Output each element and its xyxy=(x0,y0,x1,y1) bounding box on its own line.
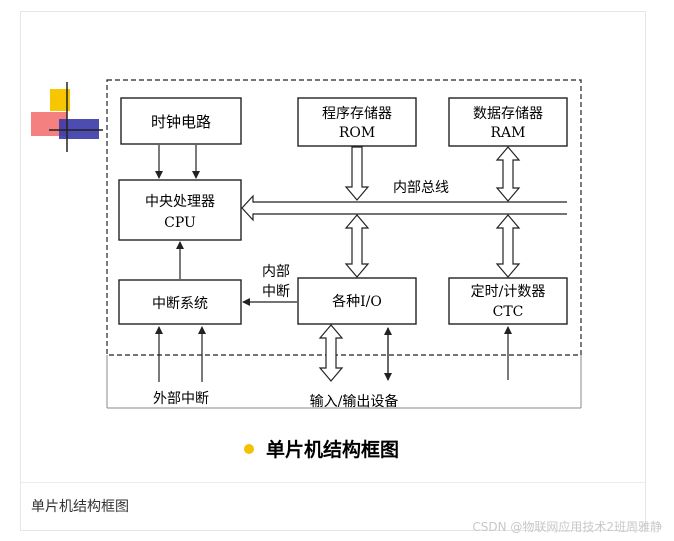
external-interrupt-label: 外部中断 xyxy=(153,391,209,407)
clock-circuit-box xyxy=(120,97,242,145)
ctc-label-line1: 定时/计数器 xyxy=(471,284,546,300)
ram-box xyxy=(448,97,568,147)
watermark: CSDN @物联网应用技术2班周雅静 xyxy=(472,520,662,534)
internal-bus-label: 内部总线 xyxy=(393,180,449,196)
rom-box xyxy=(297,97,417,147)
figure-card: 时钟电路 程序存储器 ROM 数据存储器 RAM 中央处理器 CPU 中断系统 … xyxy=(20,11,646,531)
caption-divider xyxy=(21,482,645,483)
rom-label-line1: 程序存储器 xyxy=(322,106,392,122)
block-diagram: 时钟电路 程序存储器 ROM 数据存储器 RAM 中央处理器 CPU 中断系统 … xyxy=(31,79,582,461)
cpu-label-line2: CPU xyxy=(164,215,196,231)
clock-circuit-label: 时钟电路 xyxy=(151,113,211,131)
io-label: 各种I/O xyxy=(332,294,382,310)
io-bus-arrow xyxy=(344,214,370,278)
rom-label-line2: ROM xyxy=(339,125,375,141)
decorative-logo xyxy=(31,82,103,152)
figure-caption: 单片机结构框图 xyxy=(31,499,129,515)
internal-interrupt-label-line2: 中断 xyxy=(262,284,290,300)
ram-label-line1: 数据存储器 xyxy=(473,106,543,122)
title-bullet xyxy=(244,444,254,454)
io-box xyxy=(297,277,417,325)
ram-label-line2: RAM xyxy=(491,125,526,141)
ctc-label-line2: CTC xyxy=(493,304,524,320)
io-device-bus-arrow xyxy=(318,324,344,382)
cpu-box xyxy=(118,179,242,241)
internal-bus-arrow xyxy=(241,194,567,222)
ctc-box xyxy=(448,277,568,325)
ctc-bus-arrow xyxy=(495,214,521,278)
interrupt-system-label: 中断系统 xyxy=(152,296,208,312)
internal-interrupt-label-line1: 内部 xyxy=(262,264,290,280)
cpu-label-line1: 中央处理器 xyxy=(145,194,215,210)
mcu-boundary xyxy=(106,79,582,356)
interrupt-system-box xyxy=(118,279,242,325)
ram-bus-arrow xyxy=(495,146,521,202)
diagram-image: 时钟电路 程序存储器 ROM 数据存储器 RAM 中央处理器 CPU 中断系统 … xyxy=(21,12,645,482)
diagram-title: 单片机结构框图 xyxy=(266,438,399,461)
rom-bus-arrow xyxy=(344,146,370,201)
io-devices-label: 输入/输出设备 xyxy=(310,393,399,410)
